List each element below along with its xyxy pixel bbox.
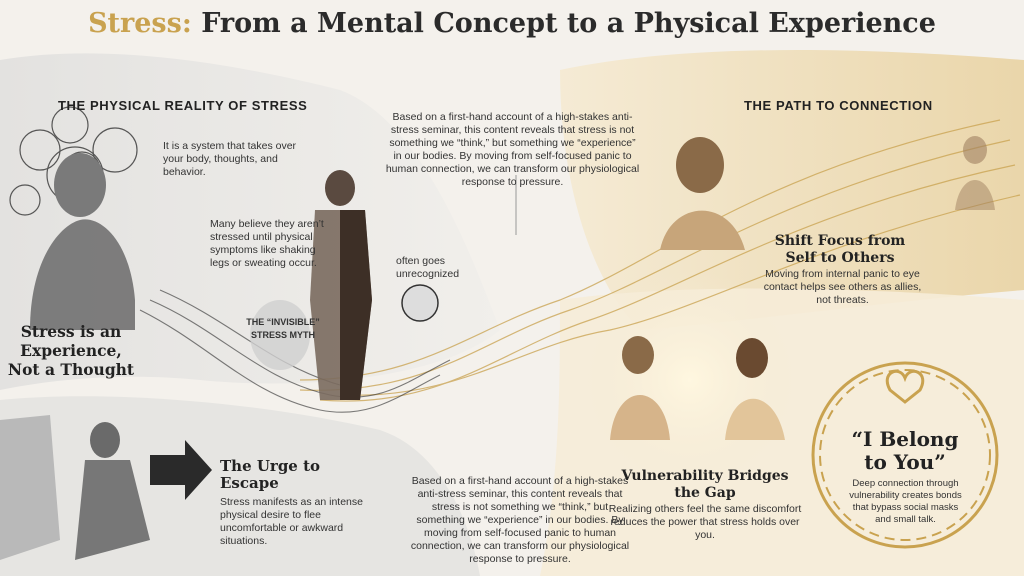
vulnerability-text: Realizing others feel the same discomfor… [608,503,802,541]
title-rest: From a Mental Concept to a Physical Expe… [191,8,936,39]
center-intro-bottom: Based on a first-hand account of a high-… [410,475,630,565]
escape-text: Stress manifests as an intense physical … [220,496,363,547]
shift-heading: Shift Focus from Self to Others [774,233,906,266]
escape-heading: The Urge to Escape [220,457,321,492]
experience-heading: Stress is an Experience, Not a Thought [7,322,135,379]
belong-heading: “I Belong to You” [851,427,959,474]
belief-text: Many believe they aren’t stressed until … [210,218,324,269]
title-accent: Stress: [88,8,192,39]
myth-label: THE “INVISIBLE” STRESS MYTH [246,317,320,340]
left-section-title: THE PHYSICAL REALITY OF STRESS [58,98,308,113]
shift-text: Moving from internal panic to eye contac… [763,268,922,306]
right-section-title: THE PATH TO CONNECTION [744,98,933,113]
center-intro-top: Based on a first-hand account of a high-… [385,111,640,188]
page-title: Stress: From a Mental Concept to a Physi… [0,8,1024,39]
vulnerability-heading: Vulnerability Bridges the Gap [621,468,789,501]
belong-text: Deep connection through vulnerability cr… [849,478,962,525]
system-text: It is a system that takes over your body… [163,140,297,178]
unrecognized-text: often goes unrecognized [396,255,460,280]
